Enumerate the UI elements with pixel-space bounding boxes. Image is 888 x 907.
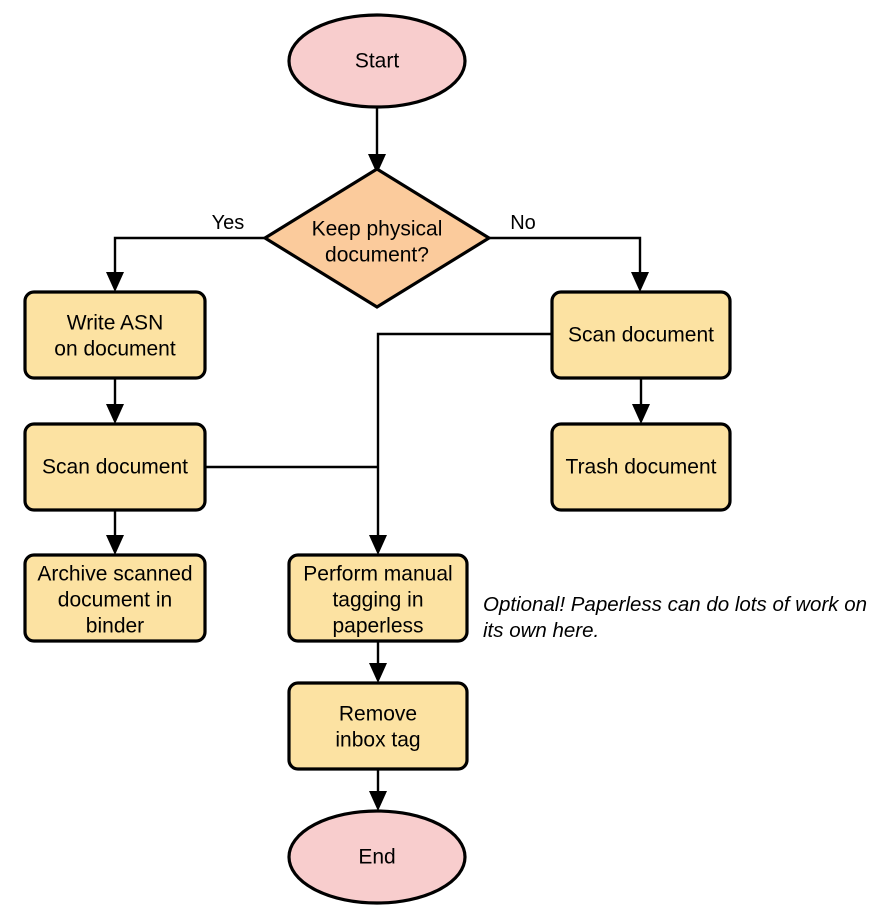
node-scan-document-left[interactable]: Scan document — [23, 422, 207, 512]
node-manual-tagging-shape[interactable] — [287, 553, 469, 643]
node-end-shape[interactable] — [287, 809, 467, 905]
node-archive-label-line3: binder — [86, 615, 144, 638]
node-decision-shape[interactable] — [261, 167, 493, 309]
node-manual-tagging-label-line3: paperless — [332, 615, 423, 638]
node-manual-tagging-label-line1: Perform manual — [303, 563, 452, 586]
arrowhead — [632, 404, 650, 424]
node-write-asn-label-line2: on document — [54, 338, 176, 361]
edge-decision-to-scan-right — [489, 236, 649, 292]
edge-line — [376, 332, 552, 541]
node-remove-inbox-tag-label-line1: Remove — [339, 703, 417, 726]
node-scan-document-right-shape[interactable] — [550, 290, 732, 380]
node-remove-inbox-tag-label-line2: inbox tag — [335, 729, 420, 752]
node-trash-document[interactable]: Trash document — [550, 422, 732, 512]
edge-remove-inbox-tag-to-end — [369, 769, 387, 811]
node-manual-tagging-label-line2: tagging in — [332, 589, 423, 612]
node-write-asn-shape[interactable] — [23, 290, 207, 380]
node-trash-document-label: Trash document — [566, 456, 717, 479]
node-trash-document-shape[interactable] — [550, 422, 732, 512]
edge-label-yes: Yes — [212, 212, 245, 234]
node-write-asn-label-line1: Write ASN — [67, 312, 163, 335]
node-decision-label-line2: document? — [325, 244, 429, 267]
node-start[interactable]: Start — [287, 13, 467, 109]
edge-write-asn-to-scan-left — [106, 378, 124, 424]
node-scan-document-left-shape[interactable] — [23, 422, 207, 512]
node-decision-keep-physical-document[interactable]: Keep physical document? — [261, 167, 493, 309]
node-scan-document-right[interactable]: Scan document — [550, 290, 732, 380]
arrowhead — [369, 791, 387, 811]
node-perform-manual-tagging[interactable]: Perform manual tagging in paperless — [287, 553, 469, 643]
annotation-optional-note-line1: Optional! Paperless can do lots of work … — [483, 593, 867, 616]
arrowhead — [369, 663, 387, 683]
node-end-label: End — [358, 846, 395, 869]
arrowhead — [106, 404, 124, 424]
arrowhead — [106, 535, 124, 555]
edge-manual-tagging-to-remove-inbox-tag — [369, 641, 387, 683]
node-start-label: Start — [355, 50, 400, 73]
node-scan-document-right-label: Scan document — [568, 324, 714, 347]
node-archive-label-line1: Archive scanned — [37, 563, 192, 586]
edge-line — [113, 236, 265, 278]
edge-decision-to-write-asn — [106, 236, 265, 292]
node-end[interactable]: End — [287, 809, 467, 905]
edge-line — [489, 236, 642, 278]
node-archive-scanned-document[interactable]: Archive scanned document in binder — [23, 553, 207, 643]
node-start-shape[interactable] — [287, 13, 467, 109]
arrowhead — [369, 535, 387, 555]
arrowhead — [106, 272, 124, 292]
edge-scan-right-to-manual-tagging — [369, 332, 552, 555]
node-write-asn-on-document[interactable]: Write ASN on document — [23, 290, 207, 380]
annotation-optional-note: Optional! Paperless can do lots of work … — [483, 593, 867, 642]
arrowhead — [631, 272, 649, 292]
edge-label-no: No — [510, 212, 536, 234]
node-decision-label-line1: Keep physical — [312, 218, 443, 241]
edge-scan-left-to-archive — [106, 510, 124, 555]
node-archive-shape[interactable] — [23, 553, 207, 643]
node-scan-document-left-label: Scan document — [42, 456, 188, 479]
node-remove-inbox-tag-shape[interactable] — [287, 681, 469, 771]
annotation-optional-note-line2: its own here. — [483, 619, 599, 642]
edge-scan-right-to-trash — [632, 378, 650, 424]
arrowhead — [368, 154, 386, 174]
node-remove-inbox-tag[interactable]: Remove inbox tag — [287, 681, 469, 771]
edge-start-to-decision — [368, 107, 386, 174]
node-archive-label-line2: document in — [58, 589, 172, 612]
